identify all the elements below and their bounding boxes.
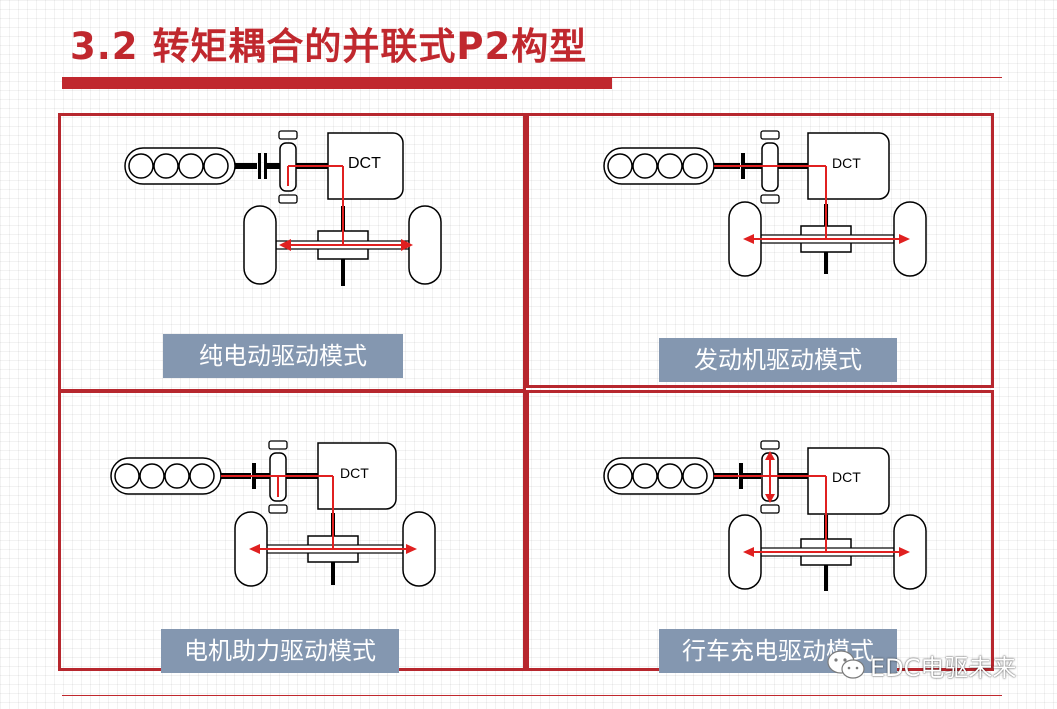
cylinder-2 (139, 463, 165, 489)
motor-bottom-cap (278, 194, 298, 204)
motor-bottom-cap (760, 194, 780, 204)
cylinder-1 (607, 463, 633, 489)
motor-bottom-cap (268, 504, 288, 514)
mode-label: 纯电动驱动模式 (163, 334, 403, 378)
motor-top-cap (760, 440, 780, 450)
power-flow-path (221, 475, 417, 554)
power-flow-path (714, 165, 910, 244)
panel-engine-only: DCT 发动机驱动模式 (526, 113, 994, 388)
cylinder-4 (682, 153, 708, 179)
powertrain-diagram: DCT (110, 440, 436, 587)
cylinder-4 (203, 153, 229, 179)
watermark: EDC电驱未来 (826, 640, 1016, 690)
clutch-plate-2 (264, 153, 267, 179)
dct-box (317, 442, 397, 510)
cylinder-3 (657, 153, 683, 179)
power-flow-path (279, 165, 413, 251)
cylinder-4 (189, 463, 215, 489)
wechat-icon (827, 650, 865, 679)
motor-top-cap (760, 130, 780, 140)
powertrain-diagram: DCT (124, 130, 442, 286)
shaft-clutch-motor (267, 163, 283, 169)
cylinder-2 (153, 153, 179, 179)
mode-label: 电机助力驱动模式 (161, 629, 399, 673)
title-underline-bar (62, 77, 612, 89)
dct-box (807, 132, 890, 200)
motor-bottom-cap (760, 504, 780, 514)
dct-label: DCT (832, 469, 861, 485)
watermark-text: EDC电驱未来 (870, 653, 1017, 682)
cylinder-4 (682, 463, 708, 489)
clutch-plate-1 (258, 153, 261, 179)
dct-label: DCT (832, 155, 861, 171)
power-flow-path (714, 451, 910, 557)
cylinder-1 (128, 153, 154, 179)
dct-label: DCT (348, 155, 381, 172)
powertrain-diagram: DCT (603, 130, 927, 277)
cylinder-2 (632, 153, 658, 179)
powertrain-diagram: DCT (603, 440, 927, 591)
footer-line (62, 695, 1002, 696)
dct-label: DCT (340, 465, 369, 481)
cylinder-1 (607, 153, 633, 179)
panel-electric-only: DCT 纯电动驱动模式 (58, 113, 526, 392)
cylinder-3 (657, 463, 683, 489)
title-underline-thin (612, 77, 1002, 78)
cylinder-2 (632, 463, 658, 489)
page-title: 3.2 转矩耦合的并联式P2构型 (70, 25, 588, 68)
mode-label: 发动机驱动模式 (659, 338, 897, 382)
motor-top-cap (278, 130, 298, 140)
cylinder-3 (164, 463, 190, 489)
panel-drive-charging: DCT 行车充电驱动模式 (526, 390, 994, 673)
dct-box (807, 447, 890, 515)
dct-box (327, 132, 404, 200)
motor-top-cap (268, 440, 288, 450)
cylinder-1 (114, 463, 140, 489)
cylinder-3 (178, 153, 204, 179)
panel-motor-assist: DCT 电机助力驱动模式 (58, 390, 526, 673)
engine-shaft (235, 163, 257, 169)
left-wheel (243, 205, 277, 285)
right-wheel (408, 205, 442, 285)
